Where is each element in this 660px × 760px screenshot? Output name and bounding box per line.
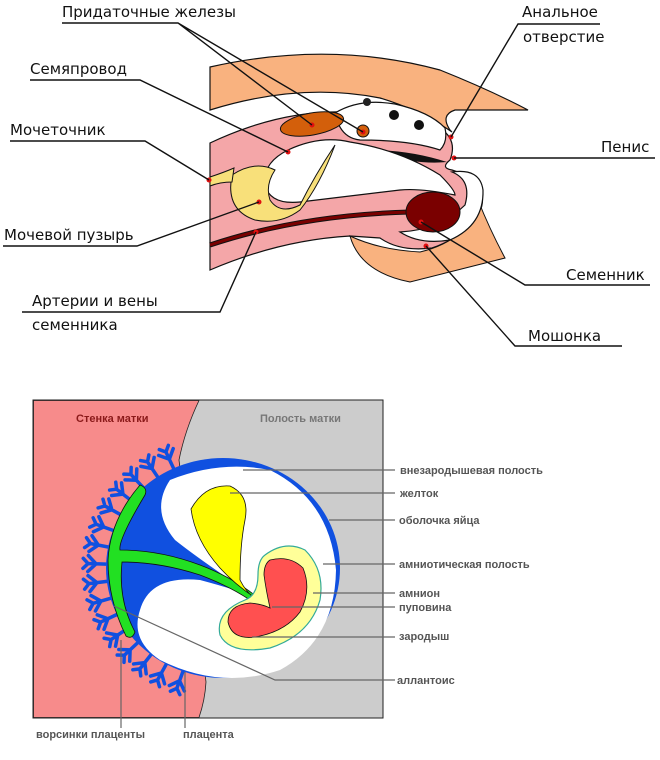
villus xyxy=(138,453,160,479)
villus xyxy=(122,465,145,490)
header-uterus-wall: Стенка матки xyxy=(76,413,149,425)
feces-dot xyxy=(414,120,424,130)
ureter xyxy=(209,167,235,187)
prepuce-loop xyxy=(398,170,484,242)
label-vessels-1: Артерии и вены xyxy=(32,292,158,310)
label-cord: пуповина xyxy=(399,602,452,614)
label-penis: Пенис xyxy=(601,138,649,156)
label-accessory-glands: Придаточные железы xyxy=(62,3,236,21)
header-uterus-cavity: Полость матки xyxy=(260,413,341,425)
villus xyxy=(85,593,113,613)
label-villi: ворсинки плаценты xyxy=(36,729,145,741)
rectum-fold xyxy=(334,101,447,151)
leader-anus xyxy=(450,23,600,138)
villus xyxy=(96,497,123,517)
villus xyxy=(81,573,109,594)
villus xyxy=(92,612,119,632)
label-ureter: Мочеточник xyxy=(10,121,106,139)
label-embryo: зародыш xyxy=(399,631,449,643)
label-allantois: аллантоис xyxy=(397,675,455,687)
leader-vas xyxy=(30,79,289,153)
villus xyxy=(148,662,169,689)
feces-dot xyxy=(363,98,371,106)
testis xyxy=(405,191,461,233)
yolk-sac xyxy=(190,485,271,608)
label-amniotic: амниотическая полость xyxy=(399,559,530,571)
villus xyxy=(107,480,133,503)
leader-vessels xyxy=(22,231,257,313)
villus xyxy=(131,652,153,678)
placental-villi xyxy=(81,443,187,697)
villus xyxy=(87,514,115,534)
leader-glands xyxy=(62,22,364,133)
label-yolk: желток xyxy=(399,488,439,500)
villus xyxy=(115,641,140,665)
vessel-inner xyxy=(209,210,411,247)
label-vessels-2: семенника xyxy=(32,316,118,334)
leader-allantois xyxy=(113,605,395,681)
feces-dot xyxy=(389,110,399,120)
villus xyxy=(82,533,110,554)
label-extraembryonic: внезародышевая полость xyxy=(400,465,543,477)
villus xyxy=(102,627,128,649)
villus xyxy=(167,669,187,697)
label-bladder: Мочевой пузырь xyxy=(4,226,134,244)
label-placenta: плацента xyxy=(183,729,235,741)
label-membrane: оболочка яйца xyxy=(399,515,480,527)
label-scrotum: Мошонка xyxy=(528,327,601,345)
label-amnion: амнион xyxy=(399,588,440,600)
marker-vessels xyxy=(253,229,259,235)
label-vas-deferens: Семяпровод xyxy=(30,60,127,78)
allantois xyxy=(107,484,271,638)
back-skin xyxy=(209,53,529,133)
embryo-diagram: Стенка матки Полость матки внезародышева… xyxy=(32,399,543,741)
villus xyxy=(81,553,108,574)
leader-bladder xyxy=(3,201,260,247)
villus xyxy=(156,443,176,471)
male-reproductive-diagram: Придаточные железы Анальное отверстие Се… xyxy=(3,3,655,347)
label-anus-2: отверстие xyxy=(523,28,604,46)
label-anus-1: Анальное xyxy=(522,3,598,21)
label-testis: Семенник xyxy=(566,266,645,284)
leader-scrotum xyxy=(425,245,622,347)
leader-testis xyxy=(420,221,650,286)
embryo xyxy=(227,558,308,638)
leader-ureter xyxy=(10,140,210,181)
